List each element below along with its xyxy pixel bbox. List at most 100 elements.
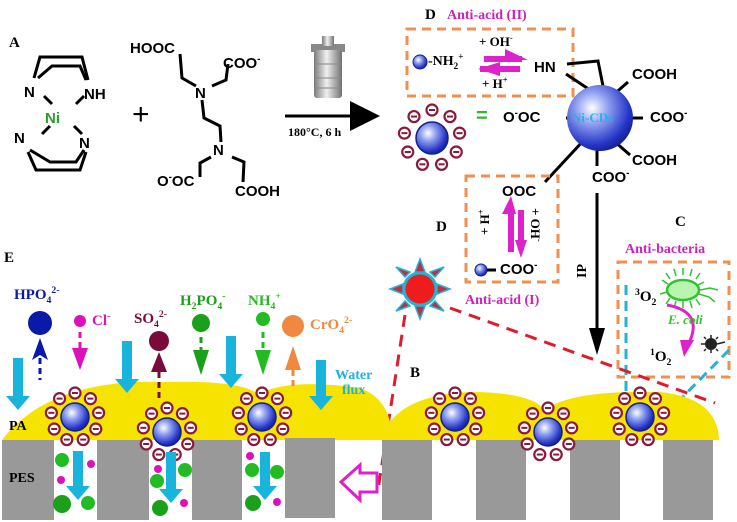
atom-label: NH bbox=[84, 86, 106, 103]
panel-label-d: D bbox=[436, 219, 447, 235]
group-label: COOH bbox=[632, 152, 677, 169]
minus-charge-icon bbox=[520, 437, 534, 451]
minus-charge-icon bbox=[443, 109, 457, 124]
pa-layer-e bbox=[2, 381, 392, 440]
nanodot-small-icon bbox=[474, 263, 488, 277]
minus-charge-icon bbox=[565, 421, 579, 435]
anti-acid-i-box bbox=[464, 174, 560, 284]
minus-charge-icon bbox=[144, 407, 159, 421]
singlet-oxygen-label: 1O2 bbox=[650, 347, 672, 368]
pes-layer-e bbox=[2, 438, 335, 520]
ion-particles bbox=[28, 311, 304, 400]
group-label: COO- bbox=[223, 54, 261, 72]
ion-label-cro4: CrO42- bbox=[310, 315, 353, 336]
h-plus-label: + H+ bbox=[475, 209, 492, 235]
minus-charge-icon bbox=[270, 392, 285, 406]
minus-charge-icon bbox=[47, 422, 61, 436]
edta-structure bbox=[178, 53, 246, 183]
minus-charge-icon bbox=[463, 392, 478, 406]
ni-complex-structure bbox=[26, 55, 90, 172]
minus-charge-icon bbox=[255, 386, 269, 400]
negatively-charged-nanodot bbox=[231, 386, 293, 447]
group-label: COO- bbox=[650, 108, 688, 126]
e-coli-icon bbox=[659, 268, 719, 309]
minus-charge-icon bbox=[407, 109, 421, 124]
minus-charge-icon bbox=[456, 432, 470, 447]
group-label: COOH bbox=[235, 183, 280, 200]
nh2-plus-label: -NH2+ bbox=[428, 51, 464, 71]
ni-cds-label: Ni-CDs bbox=[572, 110, 614, 125]
nanodot-small-icon bbox=[412, 54, 428, 70]
oh-label: + OH- bbox=[528, 208, 545, 242]
minus-charge-icon bbox=[556, 407, 571, 421]
minus-charge-icon bbox=[533, 447, 547, 462]
reaction-conditions: 180°C, 6 h bbox=[288, 125, 342, 139]
ion-label-hpo4: HPO42- bbox=[14, 285, 60, 306]
coo-label: COO- bbox=[500, 260, 538, 278]
water-flux-arrows bbox=[6, 336, 333, 503]
minus-charge-icon bbox=[612, 422, 626, 436]
pa-label: PA bbox=[9, 419, 27, 434]
minus-charge-icon bbox=[469, 422, 483, 436]
permeated-ions bbox=[53, 452, 284, 516]
ip-label: IP bbox=[575, 264, 590, 278]
negatively-charged-nanodot bbox=[136, 401, 198, 462]
water-flux-arrow bbox=[159, 452, 183, 503]
oh-label: + OH- bbox=[479, 32, 513, 49]
minus-charge-icon bbox=[641, 432, 655, 447]
ion-label-so4: SO42- bbox=[134, 309, 168, 330]
minus-charge-icon bbox=[525, 407, 540, 421]
minus-charge-icon bbox=[648, 392, 663, 406]
water-flux-arrow bbox=[115, 341, 139, 393]
water-flux-arrow bbox=[6, 358, 30, 410]
ion-so4 bbox=[149, 331, 169, 351]
atom-label: N bbox=[14, 130, 25, 147]
conversion-arrow bbox=[666, 303, 695, 346]
minus-charge-icon bbox=[89, 422, 103, 436]
charged-nanodot bbox=[397, 103, 467, 171]
minus-charge-icon bbox=[424, 406, 438, 420]
negatively-charged-nanodot bbox=[517, 401, 579, 462]
e-coli-label: E. coli bbox=[668, 312, 703, 327]
minus-charge-icon bbox=[68, 386, 82, 400]
minus-charge-icon bbox=[181, 437, 195, 451]
minus-charge-icon bbox=[76, 432, 90, 447]
panel-label-a: A bbox=[9, 35, 20, 51]
anti-acid-ii-title: Anti-acid (II) bbox=[447, 8, 527, 23]
h-plus-label: + H+ bbox=[482, 74, 508, 91]
minus-charge-icon bbox=[263, 432, 277, 447]
ion-cl bbox=[74, 315, 86, 327]
minus-charge-icon bbox=[92, 406, 106, 420]
minus-charge-icon bbox=[136, 421, 150, 435]
water-flux-arrow bbox=[309, 360, 333, 410]
anti-bacteria-box bbox=[616, 260, 731, 379]
pes-layer-b bbox=[382, 440, 713, 520]
negatively-charged-nanodot bbox=[424, 386, 486, 447]
negatively-charged-nanodot bbox=[397, 103, 467, 171]
minus-charge-icon bbox=[160, 401, 174, 415]
water-flux-arrow bbox=[219, 336, 243, 388]
minus-charge-icon bbox=[415, 157, 430, 171]
nickel-label: Ni bbox=[45, 110, 60, 127]
minus-charge-icon bbox=[139, 437, 153, 451]
sun-light-icon bbox=[387, 256, 453, 322]
ion-nh4 bbox=[256, 312, 270, 326]
minus-charge-icon bbox=[184, 421, 198, 435]
membrane-nanodots bbox=[44, 386, 671, 462]
minus-charge-icon bbox=[239, 392, 254, 406]
minus-charge-icon bbox=[397, 126, 412, 140]
minus-charge-icon bbox=[617, 392, 632, 406]
water-flux-arrow bbox=[253, 452, 277, 500]
minus-charge-icon bbox=[440, 432, 454, 447]
minus-charge-icon bbox=[175, 407, 190, 421]
hollow-arrow-left bbox=[338, 461, 379, 504]
minus-charge-icon bbox=[152, 447, 166, 462]
atom-label: N bbox=[213, 142, 224, 159]
minus-charge-icon bbox=[541, 401, 555, 415]
ion-h2po4 bbox=[192, 314, 210, 332]
minus-charge-icon bbox=[60, 432, 74, 447]
group-label: COOH bbox=[632, 66, 677, 83]
minus-charge-icon bbox=[633, 386, 647, 400]
